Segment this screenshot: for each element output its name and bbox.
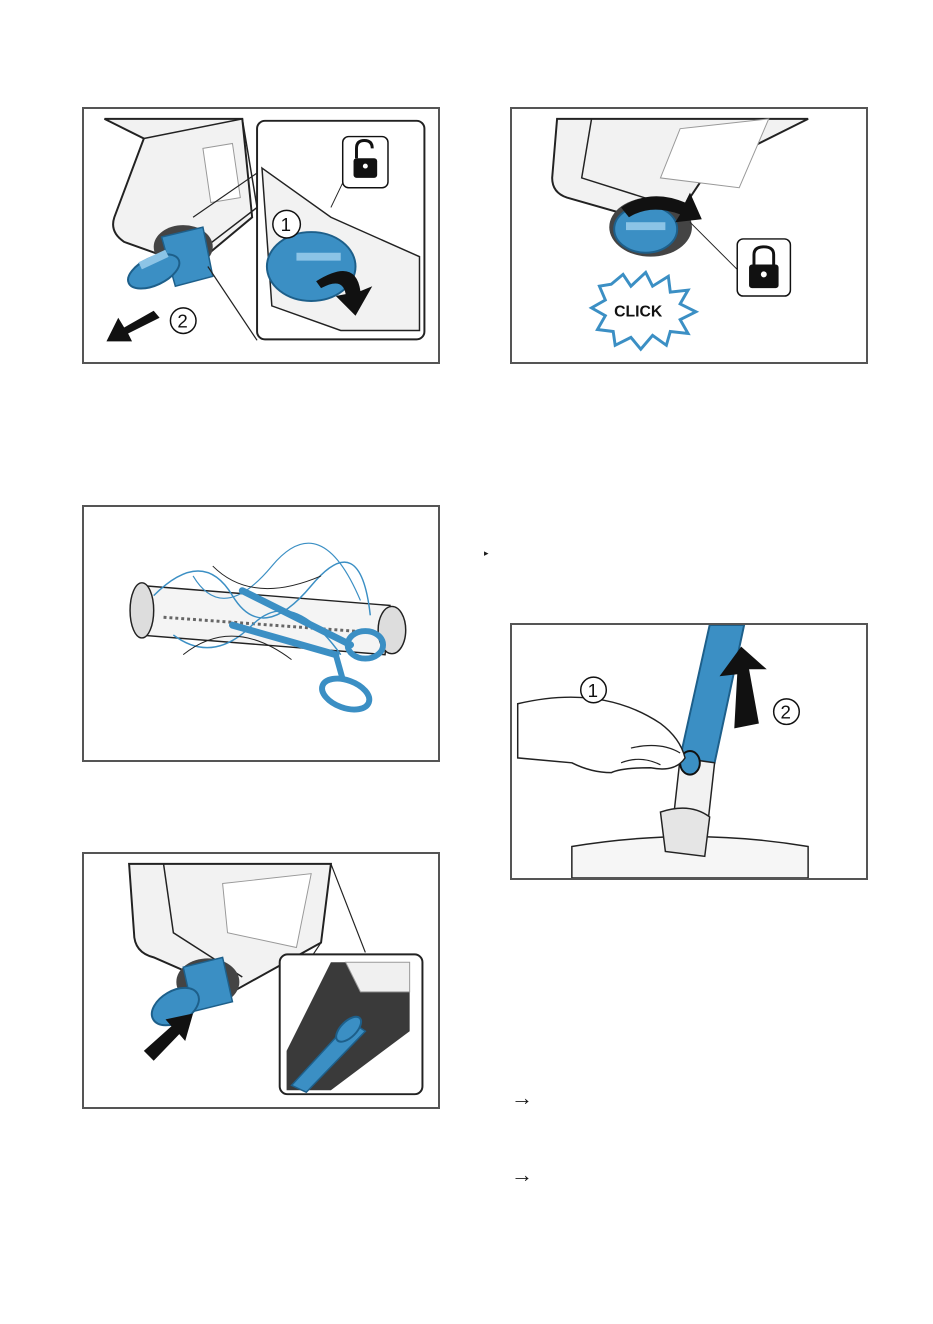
illustration-release-tube: 1 2 [512,625,866,878]
figure-cut-tangles [82,505,440,762]
click-burst: CLICK [592,272,696,349]
illustration-unlock-remove: 2 1 [84,109,438,362]
result-arrow-icon: → [511,1087,533,1109]
result-arrow-icon: → [511,1164,533,1186]
step-2-label: 2 [781,702,791,723]
figure-reinsert-brush [82,852,440,1109]
figure-lock-brush: CLICK [510,107,868,364]
step-1-label: 1 [281,214,291,235]
pull-arrow-icon [106,311,159,342]
illustration-cut-tangles [84,507,438,760]
figure-unlock-remove-brush: 2 1 [82,107,440,364]
illustration-reinsert-brush [84,854,438,1107]
lock-icon [737,239,790,296]
push-arrow-icon [144,1013,193,1060]
click-label: CLICK [614,304,663,321]
unlock-icon [343,137,388,188]
illustration-lock: CLICK [512,109,866,362]
step-1-label: 1 [588,680,598,701]
step-bullet: ▸ [484,548,489,559]
step-2-label: 2 [177,311,187,332]
figure-release-tube: 1 2 [510,623,868,880]
